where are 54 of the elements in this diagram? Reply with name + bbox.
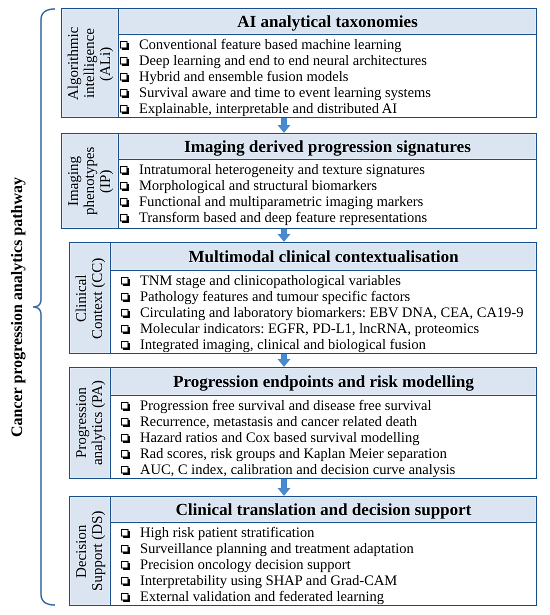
list-item: Hybrid and ensemble fusion models: [139, 69, 348, 85]
header-band: [119, 9, 536, 35]
list-item: Interpretability using SHAP and Grad-CAM: [140, 573, 398, 589]
list-item: AUC, C index, calibration and decision curve analysis: [140, 462, 456, 478]
list-item: Morphological and structural biomarkers: [139, 178, 377, 194]
list-item: Rad scores, risk groups and Kaplan Meier separation: [140, 446, 447, 462]
list-item: Recurrence, metastasis and cancer related death: [140, 414, 417, 430]
list-item: Hazard ratios and Cox based survival modelling: [140, 430, 420, 446]
category-label: Progression analytics (PA): [74, 380, 106, 468]
arrow: [278, 479, 290, 496]
section-heading: Progression endpoints and risk modelling: [173, 372, 474, 392]
list-item: Pathology features and tumour specific factors: [140, 289, 410, 305]
arrow: [278, 229, 290, 242]
category-band: [70, 497, 111, 605]
section-heading: Clinical translation and decision support: [176, 500, 472, 520]
section-panel: [61, 8, 537, 118]
header-band: [119, 134, 536, 160]
list-item: Explainable, interpretable and distributed AI: [139, 101, 398, 117]
category-label: Algorithmic intelligence (ALi): [66, 26, 114, 100]
header-band: [111, 243, 536, 271]
list-item: Progression free survival and disease free survival: [140, 398, 432, 414]
header-band: [111, 368, 536, 396]
category-band: [70, 243, 111, 353]
list-item: Transform based and deep feature representations: [139, 210, 428, 226]
section-panel: [69, 242, 537, 354]
list-item: Surveillance planning and treatment adaptation: [140, 541, 414, 557]
section-panel: [69, 367, 537, 479]
list-item: Conventional feature based machine learning: [139, 37, 402, 53]
header-band: [111, 497, 536, 523]
category-band: [62, 9, 119, 117]
section-heading: Multimodal clinical contextualisation: [188, 246, 459, 266]
list-item: Integrated imaging, clinical and biological fusion: [140, 337, 426, 353]
list-item: External validation and federated learning: [140, 589, 384, 605]
list-item: Deep learning and end to end neural architectures: [139, 53, 427, 69]
category-band: [70, 368, 111, 478]
list-item: Survival aware and time to event learning systems: [139, 85, 431, 101]
section-panel: [61, 133, 537, 229]
pathway-label: Cancer progression analytics pathway: [8, 176, 27, 437]
section-heading: AI analytical taxonomies: [237, 12, 418, 32]
category-band: [62, 134, 119, 228]
list-item: High risk patient stratification: [140, 525, 314, 541]
category-label: Imaging phenotypes (IP): [66, 146, 114, 217]
list-item: Intratumoral heterogeneity and texture signatures: [139, 162, 425, 178]
category-label: Clinical Context (CC): [74, 256, 106, 340]
category-label: Decision Support (DS): [74, 510, 106, 593]
arrow: [278, 118, 290, 133]
arrow: [278, 354, 290, 367]
list-item: TNM stage and clinicopathological variables: [140, 273, 401, 289]
list-item: Precision oncology decision support: [140, 557, 351, 573]
list-item: Circulating and laboratory biomarkers: EBV DNA, CEA, CA19-9: [140, 305, 524, 321]
section-panel: [69, 496, 537, 606]
list-item: Functional and multiparametric imaging markers: [139, 194, 424, 210]
section-heading: Imaging derived progression signatures: [184, 136, 471, 156]
list-item: Molecular indicators: EGFR, PD-L1, lncRNA, proteomics: [140, 321, 480, 337]
